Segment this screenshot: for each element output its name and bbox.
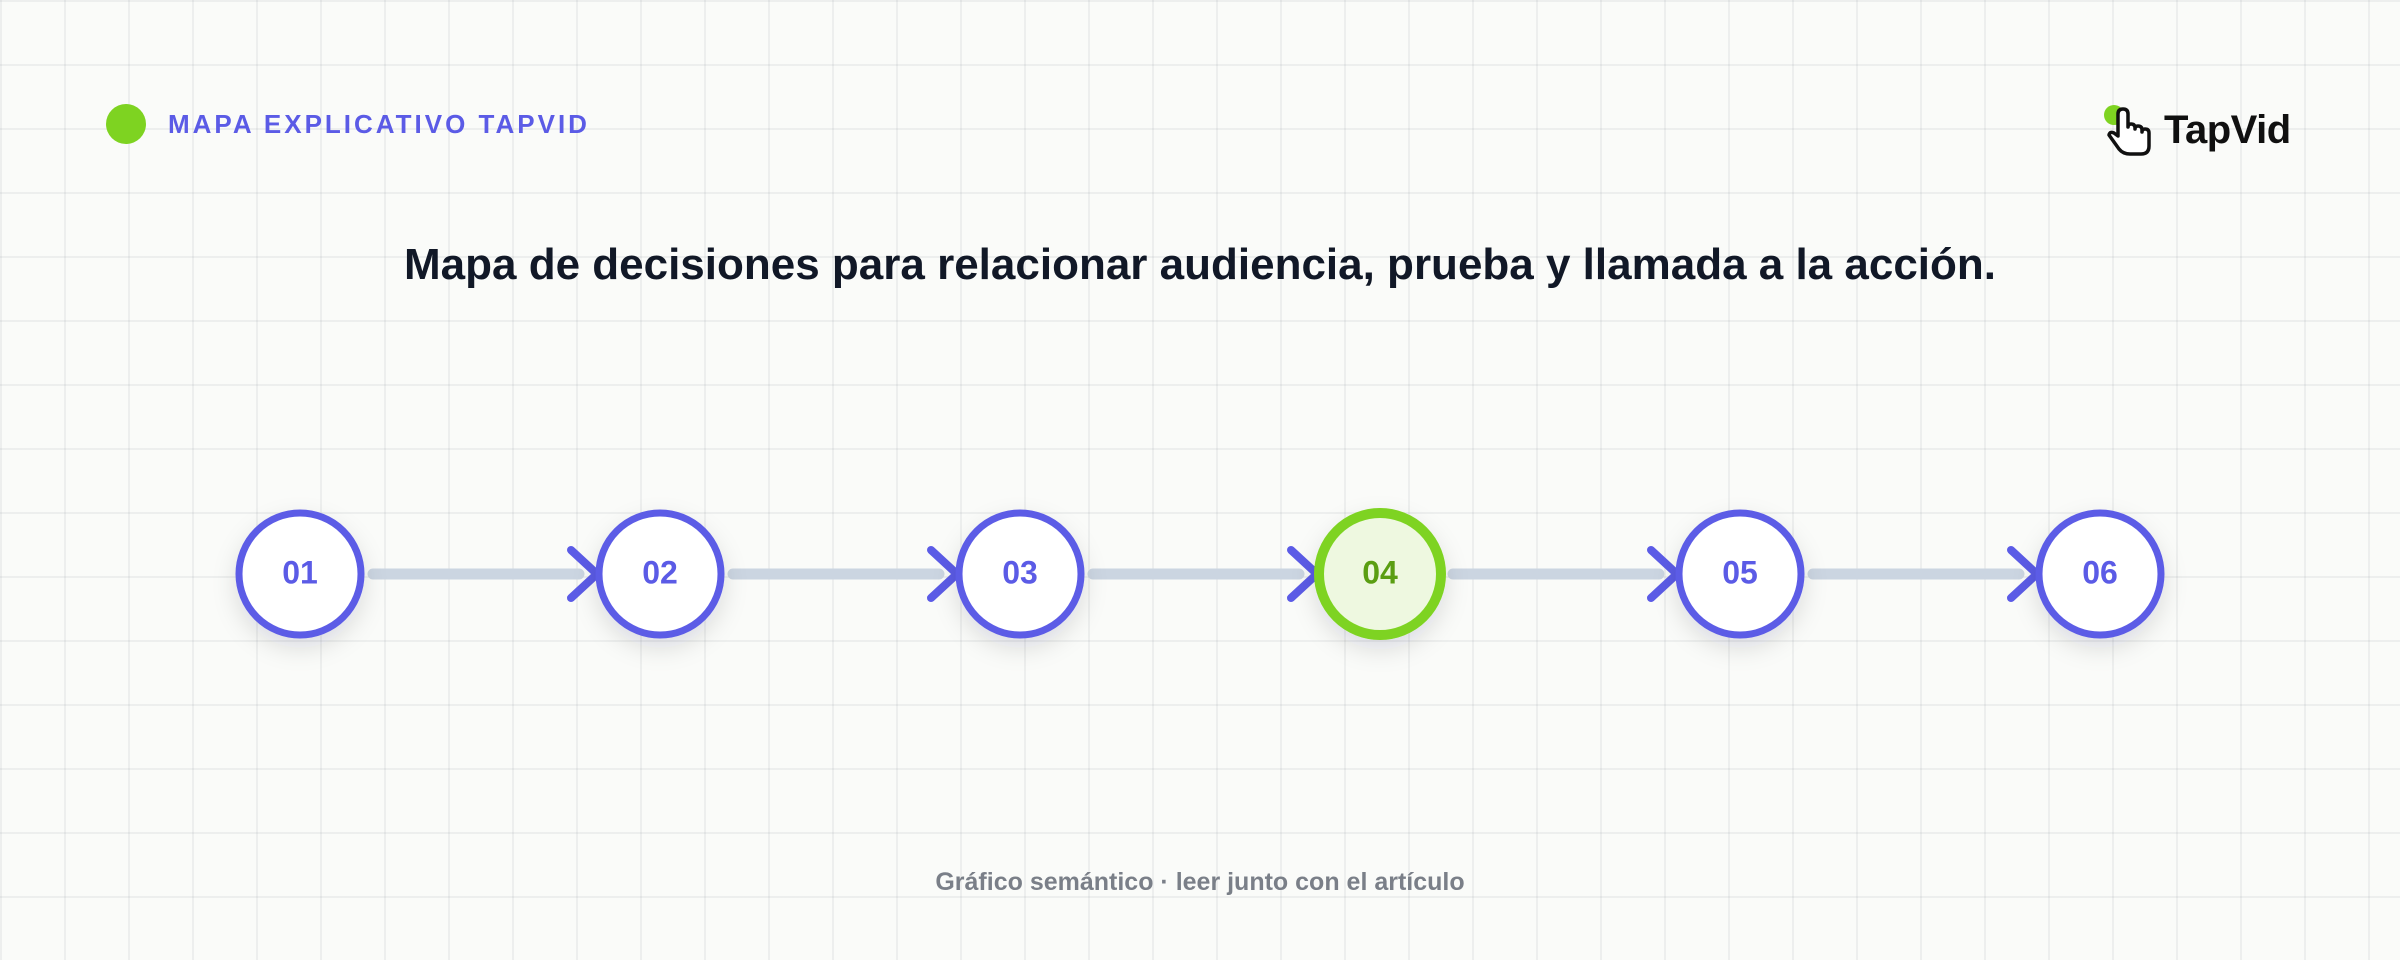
step-label: 05: [1722, 554, 1758, 590]
page-title: Mapa de decisiones para relacionar audie…: [404, 240, 1996, 289]
flow-connector: [367, 546, 601, 602]
tap-hand-cursor-icon: [2104, 105, 2151, 156]
footer-caption: Gráfico semántico · leer junto con el ar…: [935, 868, 1465, 896]
step-node: 01: [235, 509, 365, 639]
flow-connector: [727, 546, 961, 602]
brand-logo: TapVid: [2104, 100, 2291, 160]
step-node: 04: [1314, 508, 1446, 640]
step-label: 04: [1362, 554, 1398, 590]
step-node: 06: [2035, 509, 2165, 639]
eyebrow: MAPA EXPLICATIVO TAPVID: [106, 104, 590, 144]
step-circle: [595, 509, 725, 639]
step-circle: [1314, 508, 1446, 640]
step-circle: [1675, 509, 1805, 639]
flow-connector: [1087, 546, 1321, 602]
flow-connector: [1447, 546, 1681, 602]
step-node: 02: [595, 509, 725, 639]
step-circle: [955, 509, 1085, 639]
step-circle: [2035, 509, 2165, 639]
step-node: 03: [955, 509, 1085, 639]
step-circle: [235, 509, 365, 639]
flow-connector: [1807, 546, 2041, 602]
step-label: 06: [2082, 554, 2118, 590]
step-node: 05: [1675, 509, 1805, 639]
brand-name: TapVid: [2164, 107, 2291, 152]
eyebrow-label: MAPA EXPLICATIVO TAPVID: [168, 108, 590, 139]
step-label: 01: [282, 554, 318, 590]
step-label: 03: [1002, 554, 1038, 590]
green-dot-icon: [106, 104, 146, 144]
step-label: 02: [642, 554, 678, 590]
